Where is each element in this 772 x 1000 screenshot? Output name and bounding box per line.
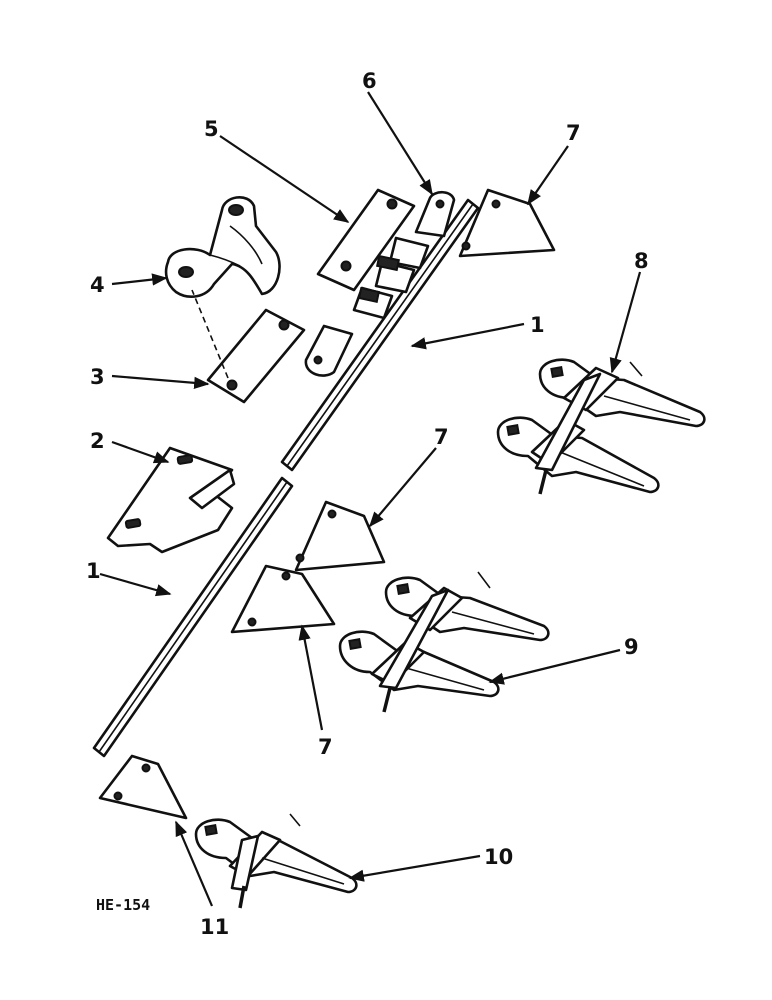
knife-section-middle-b bbox=[230, 564, 336, 634]
double-guard-upper bbox=[496, 358, 706, 495]
wear-plate bbox=[191, 289, 306, 404]
callout-7-lower: 7 bbox=[318, 735, 333, 759]
callout-6: 6 bbox=[362, 69, 377, 93]
callout-9: 9 bbox=[624, 635, 639, 659]
knife-head-assembly bbox=[304, 190, 456, 377]
knife-section-middle-a bbox=[294, 500, 386, 572]
callout-8: 8 bbox=[634, 249, 649, 273]
callout-4: 4 bbox=[90, 273, 105, 297]
callout-labels: 6 5 7 8 1 4 3 2 7 1 9 7 10 11 HE-154 bbox=[86, 69, 649, 939]
callout-5: 5 bbox=[204, 117, 219, 141]
hold-down-clip bbox=[164, 196, 281, 298]
single-guard bbox=[194, 813, 358, 909]
knife-section-upper bbox=[458, 188, 556, 258]
cutter-bar-lower bbox=[92, 476, 294, 758]
callout-2: 2 bbox=[90, 429, 105, 453]
figure-code: HE-154 bbox=[96, 896, 150, 914]
knife-bracket bbox=[106, 446, 236, 554]
double-guard-middle bbox=[338, 571, 550, 713]
knife-section-end bbox=[98, 754, 188, 820]
callout-1-lower: 1 bbox=[86, 559, 101, 583]
strap-plate bbox=[316, 188, 416, 292]
callout-7-middle: 7 bbox=[434, 425, 449, 449]
callout-10: 10 bbox=[484, 845, 513, 869]
callout-7-top: 7 bbox=[566, 121, 581, 145]
callout-11: 11 bbox=[200, 915, 229, 939]
leader-lines bbox=[99, 91, 642, 907]
callout-1-upper: 1 bbox=[530, 313, 545, 337]
callout-3: 3 bbox=[90, 365, 105, 389]
